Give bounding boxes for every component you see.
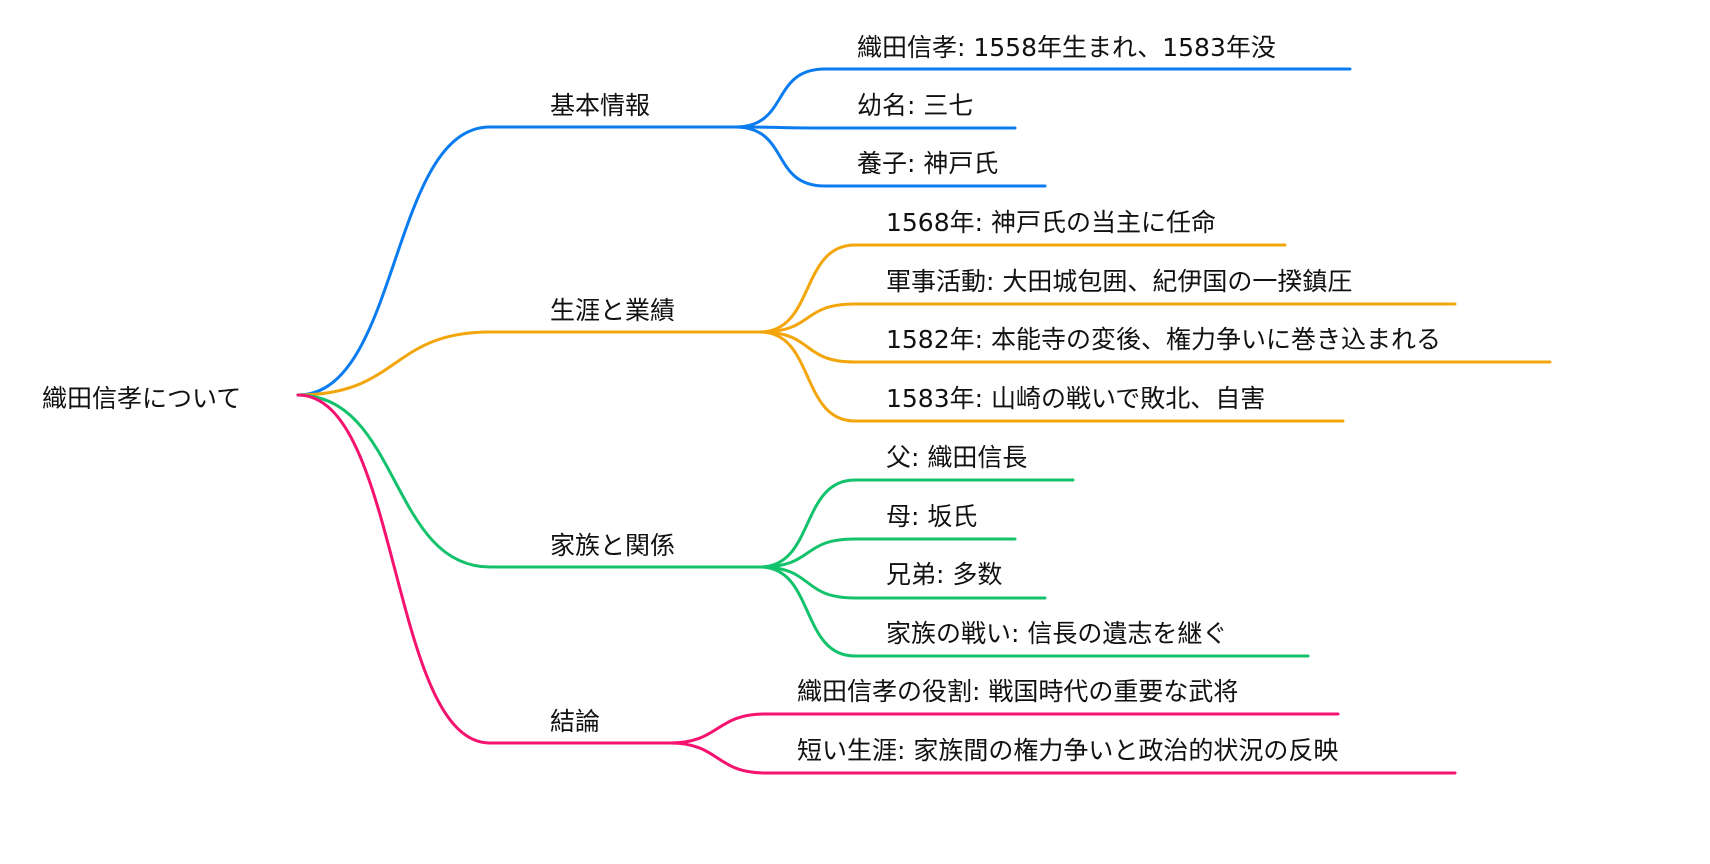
- edge-career-2: [758, 302, 1457, 334]
- edge-root-family: [296, 393, 762, 569]
- leaf-basic-2[interactable]: 幼名: 三七: [857, 91, 973, 120]
- edge-conclusion-1: [668, 712, 1340, 745]
- edge-basic-2: [733, 125, 1017, 130]
- edge-root-conclusion: [296, 393, 672, 745]
- root-node[interactable]: 織田信孝について: [42, 384, 241, 413]
- leaf-family-3[interactable]: 兄弟: 多数: [886, 560, 1002, 589]
- edge-conclusion-2: [668, 741, 1457, 775]
- leaf-conclusion-1[interactable]: 織田信孝の役割: 戦国時代の重要な武将: [797, 677, 1238, 706]
- branch-basic[interactable]: 基本情報: [550, 91, 650, 120]
- edge-career-3: [758, 330, 1552, 364]
- leaf-family-1[interactable]: 父: 織田信長: [886, 443, 1027, 472]
- leaf-conclusion-2[interactable]: 短い生涯: 家族間の権力争いと政治的状況の反映: [797, 736, 1338, 765]
- leaf-career-2[interactable]: 軍事活動: 大田城包囲、紀伊国の一揆鎮圧: [886, 267, 1352, 296]
- branch-conclusion[interactable]: 結論: [550, 707, 600, 736]
- edge-family-3: [758, 565, 1047, 600]
- leaf-basic-1[interactable]: 織田信孝: 1558年生まれ、1583年没: [857, 33, 1276, 62]
- leaf-career-4[interactable]: 1583年: 山崎の戦いで敗北、自害: [886, 384, 1265, 413]
- edge-basic-3: [733, 125, 1047, 188]
- edge-family-1: [758, 478, 1075, 569]
- leaf-career-1[interactable]: 1568年: 神戸氏の当主に任命: [886, 208, 1216, 237]
- edge-root-basic: [296, 125, 737, 397]
- edge-career-1: [758, 243, 1287, 334]
- edge-career-4: [758, 330, 1345, 423]
- leaf-basic-3[interactable]: 養子: 神戸氏: [857, 149, 998, 178]
- leaf-career-3[interactable]: 1582年: 本能寺の変後、権力争いに巻き込まれる: [886, 325, 1441, 354]
- leaf-family-2[interactable]: 母: 坂氏: [886, 502, 977, 531]
- edge-family-4: [758, 565, 1310, 658]
- branch-family[interactable]: 家族と関係: [550, 531, 675, 560]
- edge-family-2: [758, 537, 1017, 569]
- edge-basic-1: [733, 67, 1352, 129]
- edge-root-career: [296, 330, 762, 397]
- branch-career[interactable]: 生涯と業績: [550, 296, 675, 325]
- leaf-family-4[interactable]: 家族の戦い: 信長の遺志を継ぐ: [886, 619, 1227, 648]
